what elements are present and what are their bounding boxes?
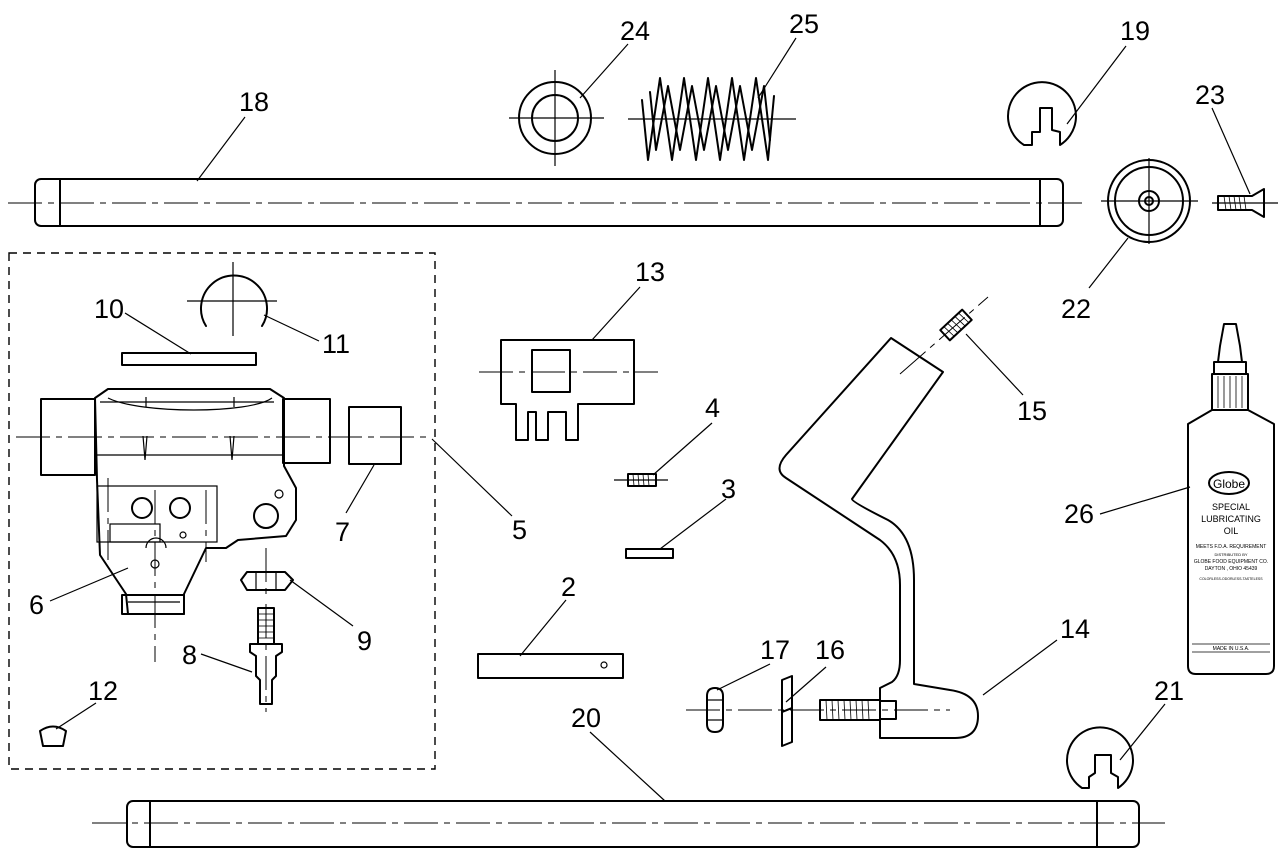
leader-5 xyxy=(431,438,513,517)
part-12-plug xyxy=(39,725,67,747)
part-6-housing xyxy=(16,388,430,662)
callout-20: 20 xyxy=(571,703,601,733)
leader-18 xyxy=(196,116,246,182)
callout-15: 15 xyxy=(1017,396,1047,426)
leader-17 xyxy=(716,663,771,691)
callout-17: 17 xyxy=(760,635,790,665)
callout-18: 18 xyxy=(239,87,269,117)
oil-label-meets: MEETS F.D.A. REQUIREMENT xyxy=(1196,544,1267,550)
part-22-end-cap xyxy=(1101,158,1198,244)
leader-25 xyxy=(757,37,797,99)
callout-4: 4 xyxy=(705,393,720,423)
part-25-spring xyxy=(628,77,796,161)
leader-22 xyxy=(1088,237,1129,289)
part-24-washer xyxy=(509,70,604,166)
oil-label-line3: OIL xyxy=(1224,526,1239,536)
part-10-plate xyxy=(121,352,257,366)
callout-16: 16 xyxy=(815,635,845,665)
part-13-bracket xyxy=(479,339,658,441)
part-26-oil-bottle: Globe SPECIAL LUBRICATING OIL MEETS F.D.… xyxy=(1187,323,1275,675)
callout-21: 21 xyxy=(1154,676,1184,706)
part-17-hex-nut xyxy=(706,687,724,733)
part-19-e-clip xyxy=(1007,81,1077,146)
part-2-bar xyxy=(477,653,624,679)
leader-2 xyxy=(519,599,567,657)
callout-5: 5 xyxy=(512,515,527,545)
part-18-rod xyxy=(8,178,1085,227)
sub-assembly-box xyxy=(8,252,436,770)
part-21-e-clip xyxy=(1066,726,1134,789)
leader-15 xyxy=(965,333,1024,396)
leader-3 xyxy=(659,498,727,550)
oil-label-city: DAYTON , OHIO 45439 xyxy=(1205,566,1258,572)
callout-25: 25 xyxy=(789,9,819,39)
part-4-set-screw xyxy=(614,473,668,487)
oil-label-props: COLORLESS-ODORLESS-TASTELESS xyxy=(1199,577,1263,581)
callout-11: 11 xyxy=(322,329,350,359)
callout-22: 22 xyxy=(1061,294,1091,324)
callout-24: 24 xyxy=(620,16,650,46)
part-14-handle xyxy=(686,296,989,739)
part-20-rod xyxy=(92,800,1165,848)
callout-26: 26 xyxy=(1064,499,1094,529)
part-9-hex-nut xyxy=(240,548,294,600)
leader-21 xyxy=(1119,703,1166,761)
leader-13 xyxy=(591,286,641,341)
leader-4 xyxy=(652,422,713,476)
callout-12: 12 xyxy=(88,676,118,706)
leader-8 xyxy=(200,653,253,673)
leader-23 xyxy=(1211,107,1251,195)
callout-3: 3 xyxy=(721,474,736,504)
oil-label-distributed: DISTRIBUTED BY xyxy=(1214,552,1247,557)
part-3-key xyxy=(625,548,674,559)
leader-11 xyxy=(263,314,320,342)
callout-9: 9 xyxy=(357,626,372,656)
leader-24 xyxy=(579,43,629,99)
oil-brand-text: Globe xyxy=(1213,477,1245,491)
callout-6: 6 xyxy=(29,590,44,620)
part-23-screw xyxy=(1212,188,1278,218)
callout-10: 10 xyxy=(94,294,124,324)
callout-8: 8 xyxy=(182,640,197,670)
leader-10 xyxy=(124,312,192,355)
handle-threaded-shank xyxy=(819,699,881,721)
part-8-stud xyxy=(249,604,283,712)
part-11-retaining-ring xyxy=(187,262,277,336)
callout-14: 14 xyxy=(1060,614,1090,644)
part-16-lock-washer xyxy=(781,675,793,747)
leader-9 xyxy=(289,579,354,627)
callout-13: 13 xyxy=(635,257,665,287)
callout-7: 7 xyxy=(335,517,350,547)
leader-lines xyxy=(49,37,1251,802)
callout-19: 19 xyxy=(1120,16,1150,46)
leader-12 xyxy=(55,702,97,730)
callout-2: 2 xyxy=(561,572,576,602)
callout-numbers: 24 25 19 18 23 22 10 11 13 15 4 7 5 3 26… xyxy=(29,9,1225,733)
oil-label-made: MADE IN U.S.A. xyxy=(1213,646,1250,652)
part-15-set-screw xyxy=(939,308,973,342)
oil-brand-oval xyxy=(1208,471,1250,495)
leader-16 xyxy=(785,666,827,703)
oil-label-line2: LUBRICATING xyxy=(1201,514,1261,524)
leader-14 xyxy=(982,639,1058,696)
leader-26 xyxy=(1099,486,1191,515)
leader-6 xyxy=(49,567,129,602)
leader-7 xyxy=(345,464,375,514)
leader-20 xyxy=(589,731,666,802)
part-7-block xyxy=(348,406,402,465)
oil-label-company: GLOBE FOOD EQUIPMENT CO. xyxy=(1194,559,1268,565)
callout-23: 23 xyxy=(1195,80,1225,110)
oil-label-line1: SPECIAL xyxy=(1212,502,1250,512)
leader-19 xyxy=(1066,45,1127,125)
